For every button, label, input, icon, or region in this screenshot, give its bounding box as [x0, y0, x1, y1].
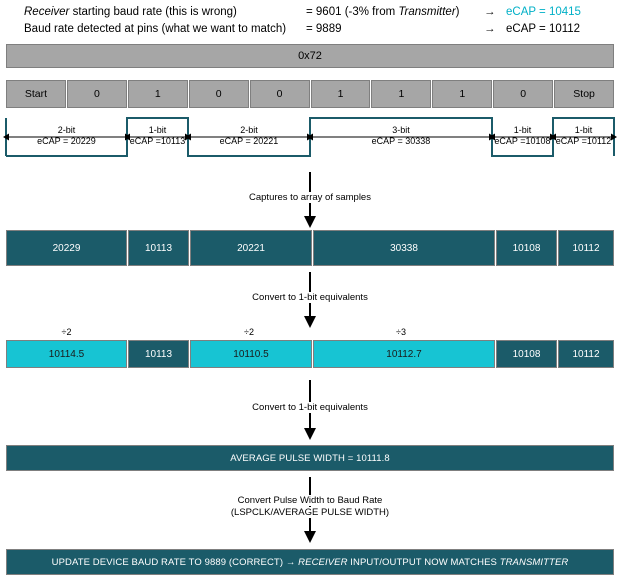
header-description-text: Baud rate detected at pins (what we want… — [24, 23, 287, 35]
flow-label-line2: (LSPCLK/AVERAGE PULSE WIDTH) — [226, 507, 394, 518]
sample-cell: 20221 — [190, 230, 312, 266]
result-mid: INPUT/OUTPUT NOW MATCHES — [347, 556, 500, 568]
sample-cell: 10113 — [128, 230, 189, 266]
result-pre: UPDATE DEVICE BAUD RATE TO 9889 (CORRECT… — [51, 556, 299, 568]
right-arrow-icon: → — [484, 23, 496, 35]
divisor-label — [553, 325, 614, 339]
receiver-emphasis: RECEIVER — [298, 556, 348, 568]
bit-sequence-row: Start 0 1 0 0 1 1 1 0 Stop — [6, 80, 615, 108]
header-description: Receiver starting baud rate (this is wro… — [24, 4, 306, 21]
flow-label-line1: Convert Pulse Width to Baud Rate — [233, 495, 387, 506]
byte-value-bar: 0x72 — [6, 44, 614, 68]
waveform-svg — [3, 117, 617, 157]
header-row: Baud rate detected at pins (what we want… — [24, 21, 620, 38]
normalized-cell: 10112.7 — [313, 340, 495, 368]
divisor-label — [127, 325, 188, 339]
bit-cell: Start — [6, 80, 66, 108]
header-value: = 9601 (-3% from Transmitter) — [306, 4, 484, 21]
sample-cell: 20229 — [6, 230, 127, 266]
header-ecap-value: eCAP = 10415 — [506, 6, 581, 18]
right-arrow-icon: → — [484, 6, 496, 18]
header-value-post: ) — [455, 6, 460, 18]
transmitter-emphasis: TRANSMITTER — [499, 556, 569, 568]
sample-cell: 10112 — [558, 230, 614, 266]
header-description: Baud rate detected at pins (what we want… — [24, 21, 306, 38]
waveform-diagram: 2-bit eCAP = 20229 1-bit eCAP =10113 2-b… — [0, 112, 620, 168]
bit-cell: Stop — [554, 80, 615, 108]
flow-label: Convert to 1-bit equivalents — [248, 402, 372, 413]
bit-cell: 0 — [188, 80, 249, 108]
flow-label: Captures to array of samples — [245, 192, 375, 203]
normalized-cell: 10108 — [496, 340, 557, 368]
header-description-text: starting baud rate (this is wrong) — [69, 6, 237, 18]
header-value-pre: = 9889 — [306, 23, 342, 35]
header-value-pre: = 9601 (-3% from — [306, 6, 399, 18]
result-bar: UPDATE DEVICE BAUD RATE TO 9889 (CORRECT… — [6, 549, 614, 575]
bit-cell: 0 — [66, 80, 127, 108]
header-value: = 9889 — [306, 21, 484, 38]
receiver-emphasis: Receiver — [24, 6, 70, 18]
bit-cell: 1 — [432, 80, 493, 108]
normalized-cell: 10112 — [558, 340, 614, 368]
flow-step-convert-2: Convert to 1-bit equivalents — [0, 380, 620, 440]
header-ecap-value: eCAP = 10112 — [506, 23, 581, 35]
normalized-cell: 10114.5 — [6, 340, 127, 368]
samples-array-row: 20229 10113 20221 30338 10108 10112 — [6, 230, 614, 266]
divisor-label-row: ÷2 ÷2 ÷3 — [6, 325, 614, 339]
normalized-cell: 10113 — [128, 340, 189, 368]
bit-cell: 0 — [249, 80, 310, 108]
flow-step-convert-baud: Convert Pulse Width to Baud Rate (LSPCLK… — [0, 477, 620, 543]
divisor-label: ÷2 — [244, 327, 254, 337]
result-text: UPDATE DEVICE BAUD RATE TO 9889 (CORRECT… — [52, 557, 569, 568]
normalized-array-row: 10114.5 10113 10110.5 10112.7 10108 1011… — [6, 340, 614, 368]
bit-cell: 1 — [371, 80, 432, 108]
normalized-cell: 10110.5 — [190, 340, 312, 368]
transmitter-emphasis: Transmitter — [398, 6, 456, 18]
header-row: Receiver starting baud rate (this is wro… — [24, 4, 620, 21]
average-pulse-width-bar: AVERAGE PULSE WIDTH = 10111.8 — [6, 445, 614, 471]
header-block: Receiver starting baud rate (this is wro… — [0, 0, 620, 42]
divisor-label — [492, 325, 553, 339]
sample-cell: 10108 — [496, 230, 557, 266]
bit-cell: 1 — [310, 80, 371, 108]
bit-cell: 0 — [493, 80, 554, 108]
divisor-label: ÷2 — [61, 327, 72, 337]
flow-step-captures: Captures to array of samples — [0, 172, 620, 228]
bit-cell: 1 — [127, 80, 188, 108]
flow-step-convert-1: Convert to 1-bit equivalents — [0, 272, 620, 328]
sample-cell: 30338 — [313, 230, 495, 266]
divisor-label: ÷3 — [396, 327, 406, 337]
flow-label: Convert to 1-bit equivalents — [248, 292, 372, 303]
